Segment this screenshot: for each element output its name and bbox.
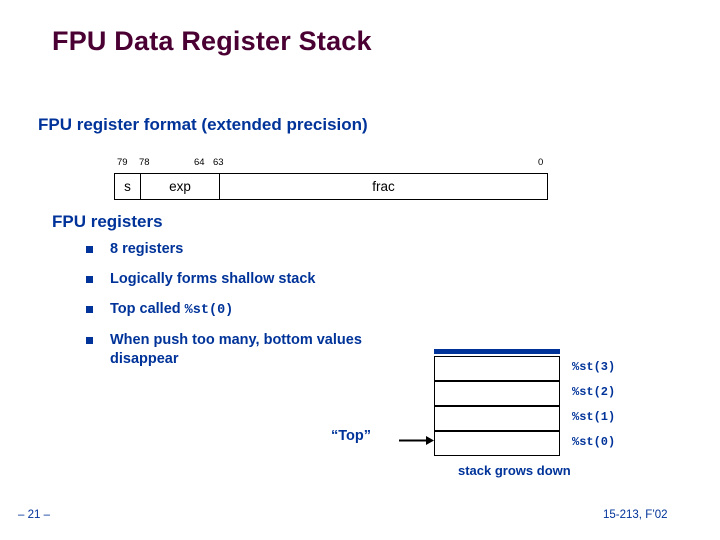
bullet-marker-icon — [86, 306, 93, 313]
list-item-code: %st(0) — [184, 303, 234, 318]
field-sign: s — [115, 174, 141, 199]
bit-label-78: 78 — [139, 157, 150, 168]
bit-label-0: 0 — [538, 157, 544, 168]
bullet-marker-icon — [86, 276, 93, 283]
stack-cell — [434, 381, 560, 406]
bullet-marker-icon — [86, 337, 93, 344]
list-item: Top called %st(0) — [86, 300, 416, 320]
section-heading-fpu-registers: FPU registers — [52, 212, 163, 231]
stack-cell — [434, 356, 560, 381]
bit-label-79: 79 — [117, 157, 128, 168]
stack-label-st1: %st(1) — [572, 410, 616, 424]
list-item: 8 registers — [86, 240, 416, 259]
top-pointer-label: “Top” — [331, 428, 371, 444]
bit-label-64: 64 — [194, 157, 205, 168]
list-item: When push too many, bottom values disapp… — [86, 331, 416, 369]
page-title: FPU Data Register Stack — [52, 26, 372, 56]
stack-label-st2: %st(2) — [572, 385, 616, 399]
stack-label-st3: %st(3) — [572, 360, 616, 374]
list-item-label: When push too many, bottom values disapp… — [110, 332, 362, 367]
list-item-text: Top called — [110, 301, 185, 317]
section-heading-register-format: FPU register format (extended precision) — [38, 115, 368, 134]
stack-label-st0: %st(0) — [572, 435, 616, 449]
list-item: Logically forms shallow stack — [86, 270, 416, 289]
field-exponent: exp — [141, 174, 220, 199]
stack-cell — [434, 431, 560, 456]
stack-top-bar — [434, 349, 560, 354]
stack-cell — [434, 406, 560, 431]
bullet-marker-icon — [86, 246, 93, 253]
footer-course: 15-213, F’02 — [603, 509, 668, 521]
bullet-list: 8 registers Logically forms shallow stac… — [86, 240, 416, 380]
list-item-label: Logically forms shallow stack — [110, 271, 316, 287]
stack-growth-caption: stack grows down — [458, 463, 571, 478]
footer-page-number: – 21 – — [18, 509, 50, 521]
bit-label-63: 63 — [213, 157, 224, 168]
list-item-label: Top called %st(0) — [110, 300, 416, 320]
field-fraction: frac — [372, 179, 395, 194]
list-item-label: 8 registers — [110, 241, 184, 257]
arrow-right-icon — [399, 436, 434, 445]
register-format-diagram: s exp frac — [114, 173, 548, 200]
